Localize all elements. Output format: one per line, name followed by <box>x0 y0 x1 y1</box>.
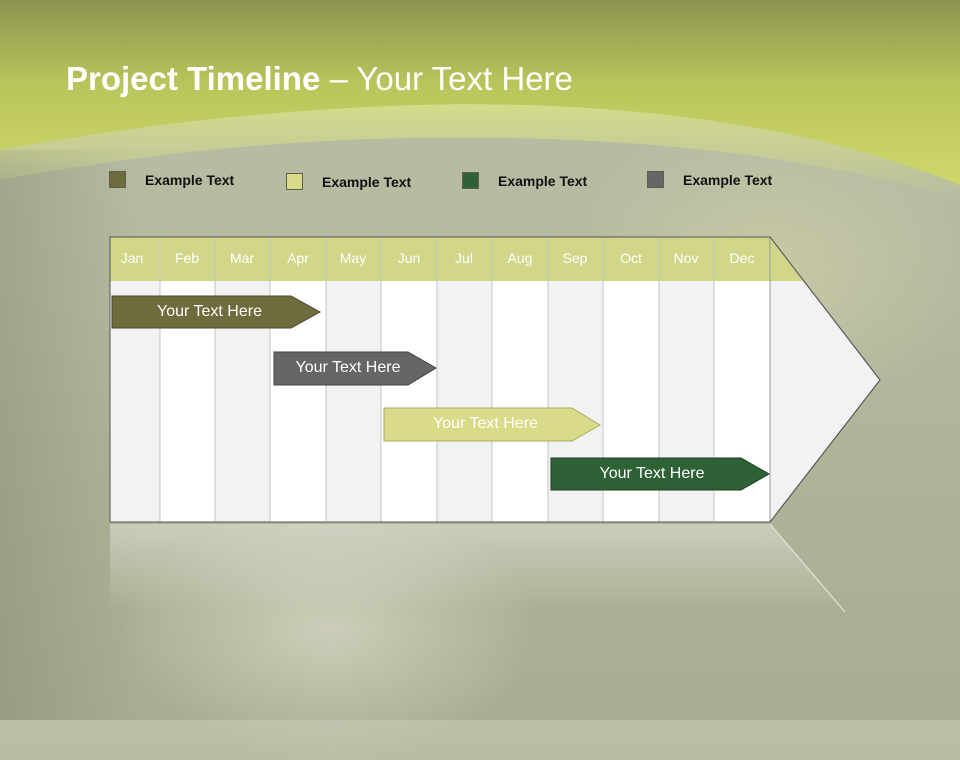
task-bar-4 <box>550 457 771 491</box>
month-label-mar: Mar <box>229 250 255 266</box>
month-header-cell <box>326 237 381 281</box>
legend-label: Example Text <box>145 171 235 188</box>
month-header-cell <box>215 237 270 281</box>
title-rest: – Your Text Here <box>320 60 573 97</box>
month-label-sep: Sep <box>562 250 588 266</box>
month-column <box>326 281 381 522</box>
month-label-apr: Apr <box>287 250 309 266</box>
legend-label: Example Text <box>498 172 588 189</box>
legend-item-2: Example Text <box>286 173 411 190</box>
timeline-diagram <box>109 236 881 613</box>
task-label-3: Your Text Here <box>433 415 538 432</box>
month-header-cell <box>492 237 548 281</box>
task-bar-1 <box>111 295 322 329</box>
timeline-reflection <box>110 524 845 610</box>
month-header-cell <box>160 237 215 281</box>
header-band <box>0 0 960 200</box>
page-title: Project Timeline – Your Text Here <box>66 60 573 98</box>
month-label-jan: Jan <box>120 250 144 266</box>
timeline-reflection-edge <box>769 523 846 613</box>
month-label-may: May <box>339 250 367 266</box>
legend-swatch <box>286 173 303 190</box>
month-column <box>437 281 492 522</box>
month-label-jul: Jul <box>455 250 473 266</box>
task-label-4: Your Text Here <box>599 465 705 482</box>
task-bar-2 <box>273 351 437 386</box>
month-header-cell <box>714 237 770 281</box>
month-header-cell <box>603 237 659 281</box>
task-label-2: Your Text Here <box>295 359 401 376</box>
legend-item-3: Example Text <box>462 172 587 189</box>
month-header-cell <box>659 237 714 281</box>
month-label-feb: Feb <box>174 250 200 266</box>
legend-label: Example Text <box>683 171 773 188</box>
month-header-cell <box>548 237 603 281</box>
month-column <box>492 281 548 522</box>
legend-swatch <box>647 171 664 188</box>
month-column <box>381 281 437 522</box>
month-label-jun: Jun <box>397 250 421 266</box>
month-columns <box>110 281 770 522</box>
title-bold: Project Timeline <box>66 60 321 97</box>
legend-label: Example Text <box>322 173 412 190</box>
legend-swatch <box>109 171 126 188</box>
month-label-nov: Nov <box>673 250 699 266</box>
legend-swatch <box>462 172 479 189</box>
month-header-cell <box>381 237 437 281</box>
task-bar-3 <box>383 407 601 442</box>
month-header-cell <box>437 237 492 281</box>
month-header-row <box>110 237 804 281</box>
month-label-dec: Dec <box>729 250 755 266</box>
month-header-cell <box>110 237 160 281</box>
legend-item-4: Example Text <box>647 171 772 188</box>
month-header-cell <box>270 237 326 281</box>
month-label-oct: Oct <box>620 250 642 266</box>
month-label-aug: Aug <box>507 250 533 266</box>
legend-item-1: Example Text <box>109 171 234 188</box>
task-label-1: Your Text Here <box>157 303 262 320</box>
